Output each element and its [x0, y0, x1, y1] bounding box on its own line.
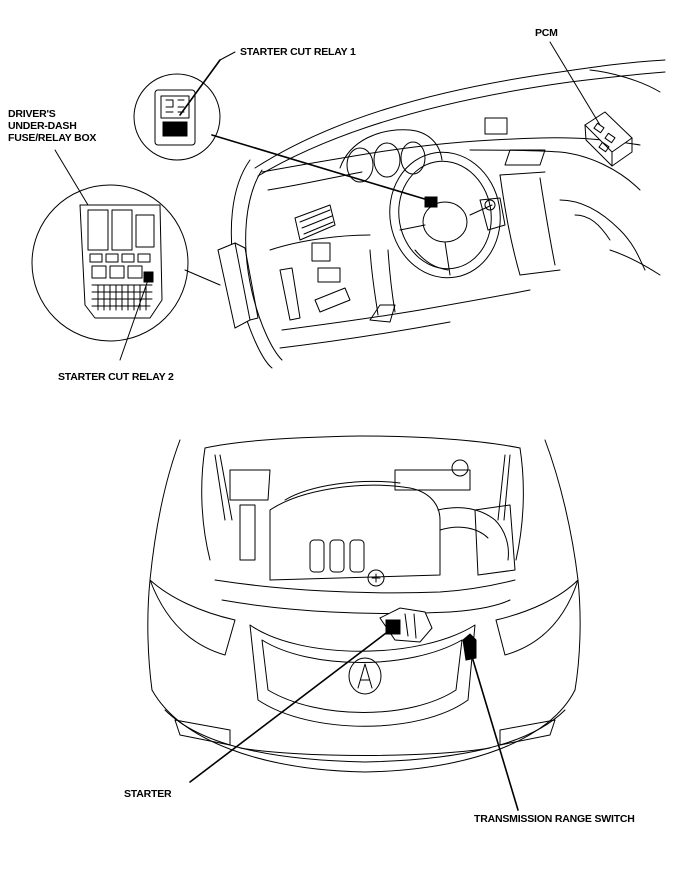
label-pcm: PCM — [535, 27, 558, 39]
starter-part — [379, 607, 433, 643]
pcm-box — [584, 111, 633, 167]
engine-bay-illustration — [147, 435, 581, 773]
label-under-dash-box-line-3: FUSE/RELAY BOX — [8, 132, 97, 144]
leader-starter — [189, 629, 391, 783]
label-under-dash-box: DRIVER'S UNDER-DASH FUSE/RELAY BOX — [8, 108, 96, 144]
leader-fuse-box-to-dash — [184, 269, 221, 286]
relay-1-inset — [133, 73, 221, 161]
leader-pcm — [549, 41, 601, 126]
leader-relay-2 — [119, 279, 149, 361]
dashboard-illustration — [217, 59, 666, 369]
leader-under-dash-box — [54, 149, 89, 206]
leader-relay-1 — [211, 134, 429, 201]
leader-transmission-range-switch — [469, 649, 519, 811]
fuse-box-inset — [31, 184, 189, 342]
label-starter: STARTER — [124, 788, 172, 800]
label-starter-cut-relay-1: STARTER CUT RELAY 1 — [240, 46, 356, 58]
label-under-dash-box-line-1: DRIVER'S — [8, 108, 56, 120]
label-under-dash-box-line-2: UNDER-DASH — [8, 120, 77, 132]
label-starter-cut-relay-2: STARTER CUT RELAY 2 — [58, 371, 174, 383]
label-transmission-range-switch: TRANSMISSION RANGE SWITCH — [474, 813, 635, 825]
